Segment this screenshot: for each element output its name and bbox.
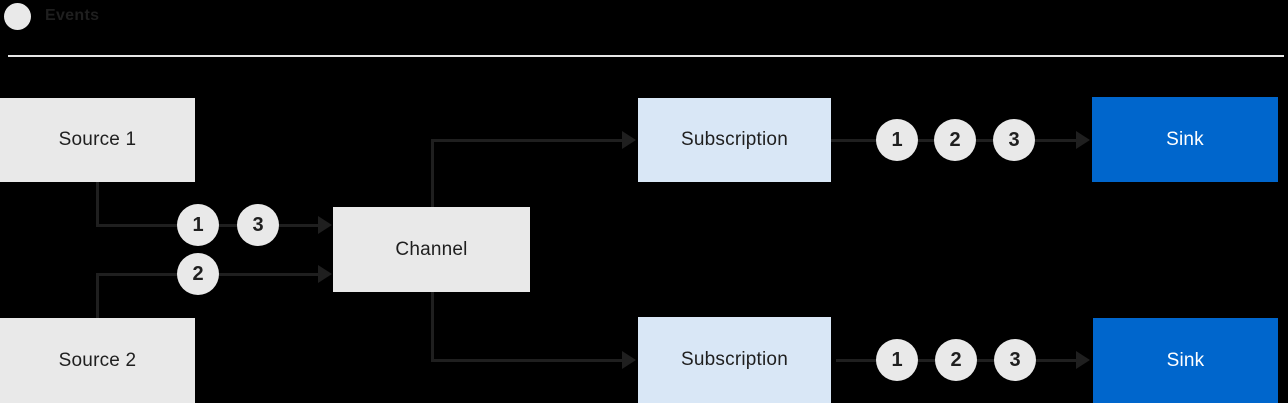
arrowhead-icon: [622, 131, 636, 149]
event-circle: 3: [993, 119, 1035, 161]
sink-top-node: Sink: [1092, 97, 1278, 182]
subscription-top-node: Subscription: [638, 98, 831, 182]
events-legend-label: Events: [45, 7, 100, 24]
source1-node: Source 1: [0, 98, 195, 182]
event-circle: 1: [876, 339, 918, 381]
arrowhead-icon: [1076, 131, 1090, 149]
event-circle: 1: [177, 204, 219, 246]
arrowhead-icon: [318, 216, 332, 234]
arrowhead-icon: [1076, 351, 1090, 369]
arrowhead-icon: [318, 265, 332, 283]
event-circle: 1: [876, 119, 918, 161]
source2-node: Source 2: [0, 318, 195, 403]
connector-source2-vertical: [96, 273, 99, 318]
events-legend-dot-icon: [4, 3, 31, 30]
event-circle: 3: [237, 204, 279, 246]
connector-channel-to-subscription-bottom: [431, 359, 622, 362]
connector-channel-up-vertical: [431, 140, 434, 207]
connector-channel-to-subscription-top: [431, 139, 622, 142]
channel-node: Channel: [333, 207, 530, 292]
sink-bottom-node: Sink: [1093, 318, 1278, 403]
subscription-bottom-node: Subscription: [638, 317, 831, 403]
event-circle: 2: [935, 339, 977, 381]
event-circle: 2: [177, 253, 219, 295]
event-circle: 2: [934, 119, 976, 161]
arrowhead-icon: [622, 351, 636, 369]
connector-source1-vertical: [96, 182, 99, 227]
legend-divider: [8, 55, 1284, 57]
connector-channel-down-vertical: [431, 292, 434, 360]
event-circle: 3: [994, 339, 1036, 381]
